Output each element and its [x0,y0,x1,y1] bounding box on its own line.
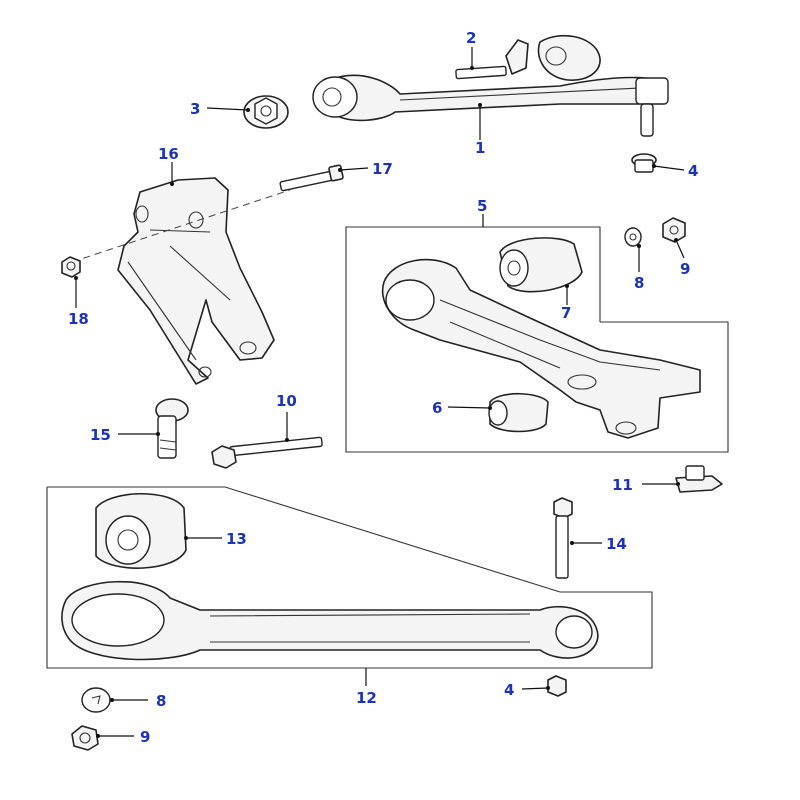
alignment-dash-17-18 [71,189,291,263]
callout-11: 11 [612,476,633,494]
callout-13: 13 [226,530,247,548]
callout-1: 1 [475,139,485,157]
callout-17: 17 [372,160,393,178]
callout-6: 6 [432,399,442,417]
part-13-bushing [95,493,187,569]
callout-9-top: 9 [680,260,690,278]
part-9-nut-top [662,217,686,243]
callout-3: 3 [190,100,200,118]
part-1-upper-arm [312,34,669,137]
group-frame-rear-arm [46,486,653,669]
part-2-bolt [455,39,529,80]
part-10-bolt [211,436,323,469]
part-11-stud-plate [675,465,723,493]
part-5-lower-arm [381,258,701,439]
callout-7: 7 [561,304,571,322]
callout-9-bottom: 9 [140,728,150,746]
callout-8-top: 8 [634,274,644,292]
callout-2: 2 [466,29,476,47]
callout-12: 12 [356,689,377,707]
part-8-washer-top [624,227,642,247]
callout-18: 18 [68,310,89,328]
part-12-arm [61,580,599,661]
callout-14: 14 [606,535,627,553]
callout-4-top: 4 [688,162,698,180]
callout-15: 15 [90,426,111,444]
callout-10: 10 [276,392,297,410]
part-3-flange-nut [243,95,289,129]
callout-8-bottom: 8 [156,692,166,710]
part-8-washer-bottom [81,687,111,713]
callout-leaders [74,47,685,738]
part-4-nut-top [631,153,657,173]
part-15-bolt [155,398,189,459]
part-4-nut-bottom [547,675,567,697]
part-9-nut-bottom [71,725,99,751]
part-18-nut [61,256,81,278]
callout-5: 5 [477,197,487,215]
part-14-bolt [553,497,573,579]
callout-4-bottom: 4 [504,681,514,699]
part-16-knuckle [117,177,275,385]
group-frame-lower-arm [345,226,729,453]
part-6-bushing [488,392,549,433]
part-17-bolt [279,164,344,192]
callout-16: 16 [158,145,179,163]
part-7-bushing [499,237,583,293]
